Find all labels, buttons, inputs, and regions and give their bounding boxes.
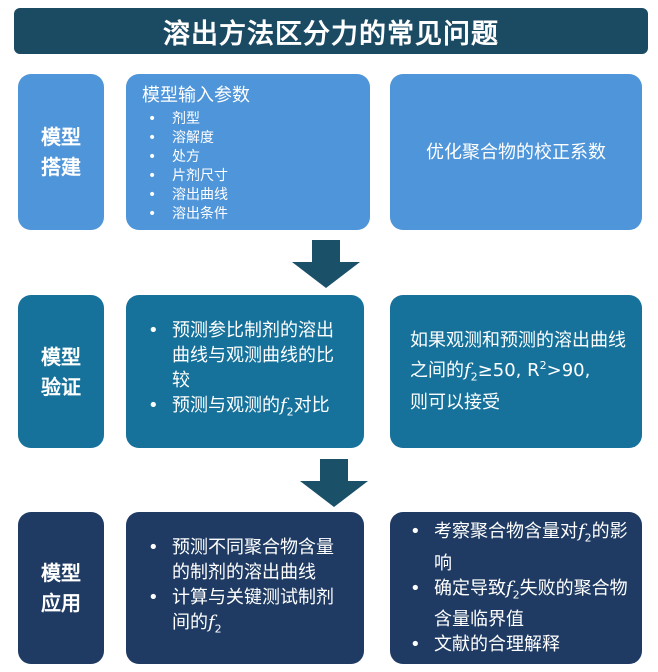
item-text: 失败的聚合物含量临界值 [434, 577, 628, 631]
stage-label-line2: 验证 [41, 374, 81, 399]
list-item: 溶出条件 [142, 205, 354, 224]
input-parameters-panel: 模型输入参数 剂型 溶解度 处方 片剂尺寸 溶出曲线 溶出条件 [126, 74, 370, 230]
input-parameters-heading: 模型输入参数 [142, 85, 250, 106]
list-item: 溶出曲线 [142, 186, 354, 205]
r-superscript: 2 [539, 359, 547, 373]
stage-label-line1: 模型 [41, 344, 81, 369]
list-item: 剂型 [142, 110, 354, 129]
list-item: 处方 [142, 148, 354, 167]
criteria-text: 则可以接受 [410, 391, 500, 413]
acceptance-criteria-panel: 如果观测和预测的溶出曲线之间的f2≥50, R2>90,则可以接受 [390, 295, 642, 448]
page-title: 溶出方法区分力的常见问题 [14, 8, 648, 54]
list-item: 预测参比制剂的溶出曲线与观测曲线的比较 [142, 318, 348, 393]
list-item: 确定导致f2失败的聚合物含量临界值 [404, 576, 628, 633]
item-text: 预测与观测的 [172, 395, 280, 417]
f-symbol: f [578, 520, 585, 542]
f-subscript: 2 [470, 370, 478, 384]
f-symbol: f [280, 395, 287, 417]
stage-label-line1: 模型 [41, 561, 81, 585]
stage-label-validate: 模型 验证 [18, 295, 104, 448]
item-text: 计算与关键测试制剂间的 [172, 586, 334, 633]
item-text: 考察聚合物含量对 [434, 520, 578, 542]
criteria-text: ≥50, R [477, 360, 540, 382]
prediction-comparison-list: 预测参比制剂的溶出曲线与观测曲线的比较 预测与观测的f2对比 [142, 318, 348, 425]
application-predictions-panel: 预测不同聚合物含量的制剂的溶出曲线 计算与关键测试制剂间的f2 [126, 512, 364, 664]
prediction-comparison-panel: 预测参比制剂的溶出曲线与观测曲线的比较 预测与观测的f2对比 [126, 295, 364, 448]
criteria-text: 如果观测和预测的溶出曲线之间的 [410, 330, 626, 382]
f-symbol: f [506, 577, 513, 599]
calibration-text: 优化聚合物的校正系数 [426, 141, 606, 163]
f-subscript: 2 [214, 622, 222, 636]
f-subscript: 2 [512, 588, 520, 602]
stage-label-apply: 模型 应用 [18, 512, 104, 664]
application-predictions-list: 预测不同聚合物含量的制剂的溶出曲线 计算与关键测试制剂间的f2 [142, 535, 348, 642]
input-parameters-list: 剂型 溶解度 处方 片剂尺寸 溶出曲线 溶出条件 [142, 110, 354, 224]
stage-label-build: 模型 搭建 [18, 74, 104, 230]
item-text: 对比 [293, 395, 330, 417]
f-subscript: 2 [584, 531, 592, 545]
down-arrow-icon [300, 459, 368, 507]
list-item: 预测与观测的f2对比 [142, 393, 348, 425]
stage-label-line1: 模型 [41, 125, 81, 149]
f-subscript: 2 [286, 405, 294, 419]
f-symbol: f [208, 611, 215, 633]
calibration-panel: 优化聚合物的校正系数 [390, 74, 642, 230]
stage-label-line2: 搭建 [41, 155, 81, 179]
list-item: 溶解度 [142, 129, 354, 148]
f-symbol: f [464, 360, 471, 382]
polymer-analysis-list: 考察聚合物含量对f2的影响 确定导致f2失败的聚合物含量临界值 文献的合理解释 [404, 519, 628, 657]
stage-label-line2: 应用 [41, 591, 81, 615]
down-arrow-icon [292, 240, 360, 288]
list-item: 预测不同聚合物含量的制剂的溶出曲线 [142, 535, 348, 585]
polymer-analysis-panel: 考察聚合物含量对f2的影响 确定导致f2失败的聚合物含量临界值 文献的合理解释 [390, 512, 642, 664]
item-text: 的影响 [434, 520, 628, 574]
criteria-text: >90, [546, 360, 591, 382]
item-text: 确定导致 [434, 577, 506, 599]
acceptance-criteria-text: 如果观测和预测的溶出曲线之间的f2≥50, R2>90,则可以接受 [410, 328, 626, 415]
list-item: 文献的合理解释 [404, 632, 628, 657]
list-item: 计算与关键测试制剂间的f2 [142, 585, 348, 642]
list-item: 考察聚合物含量对f2的影响 [404, 519, 628, 576]
list-item: 片剂尺寸 [142, 167, 354, 186]
